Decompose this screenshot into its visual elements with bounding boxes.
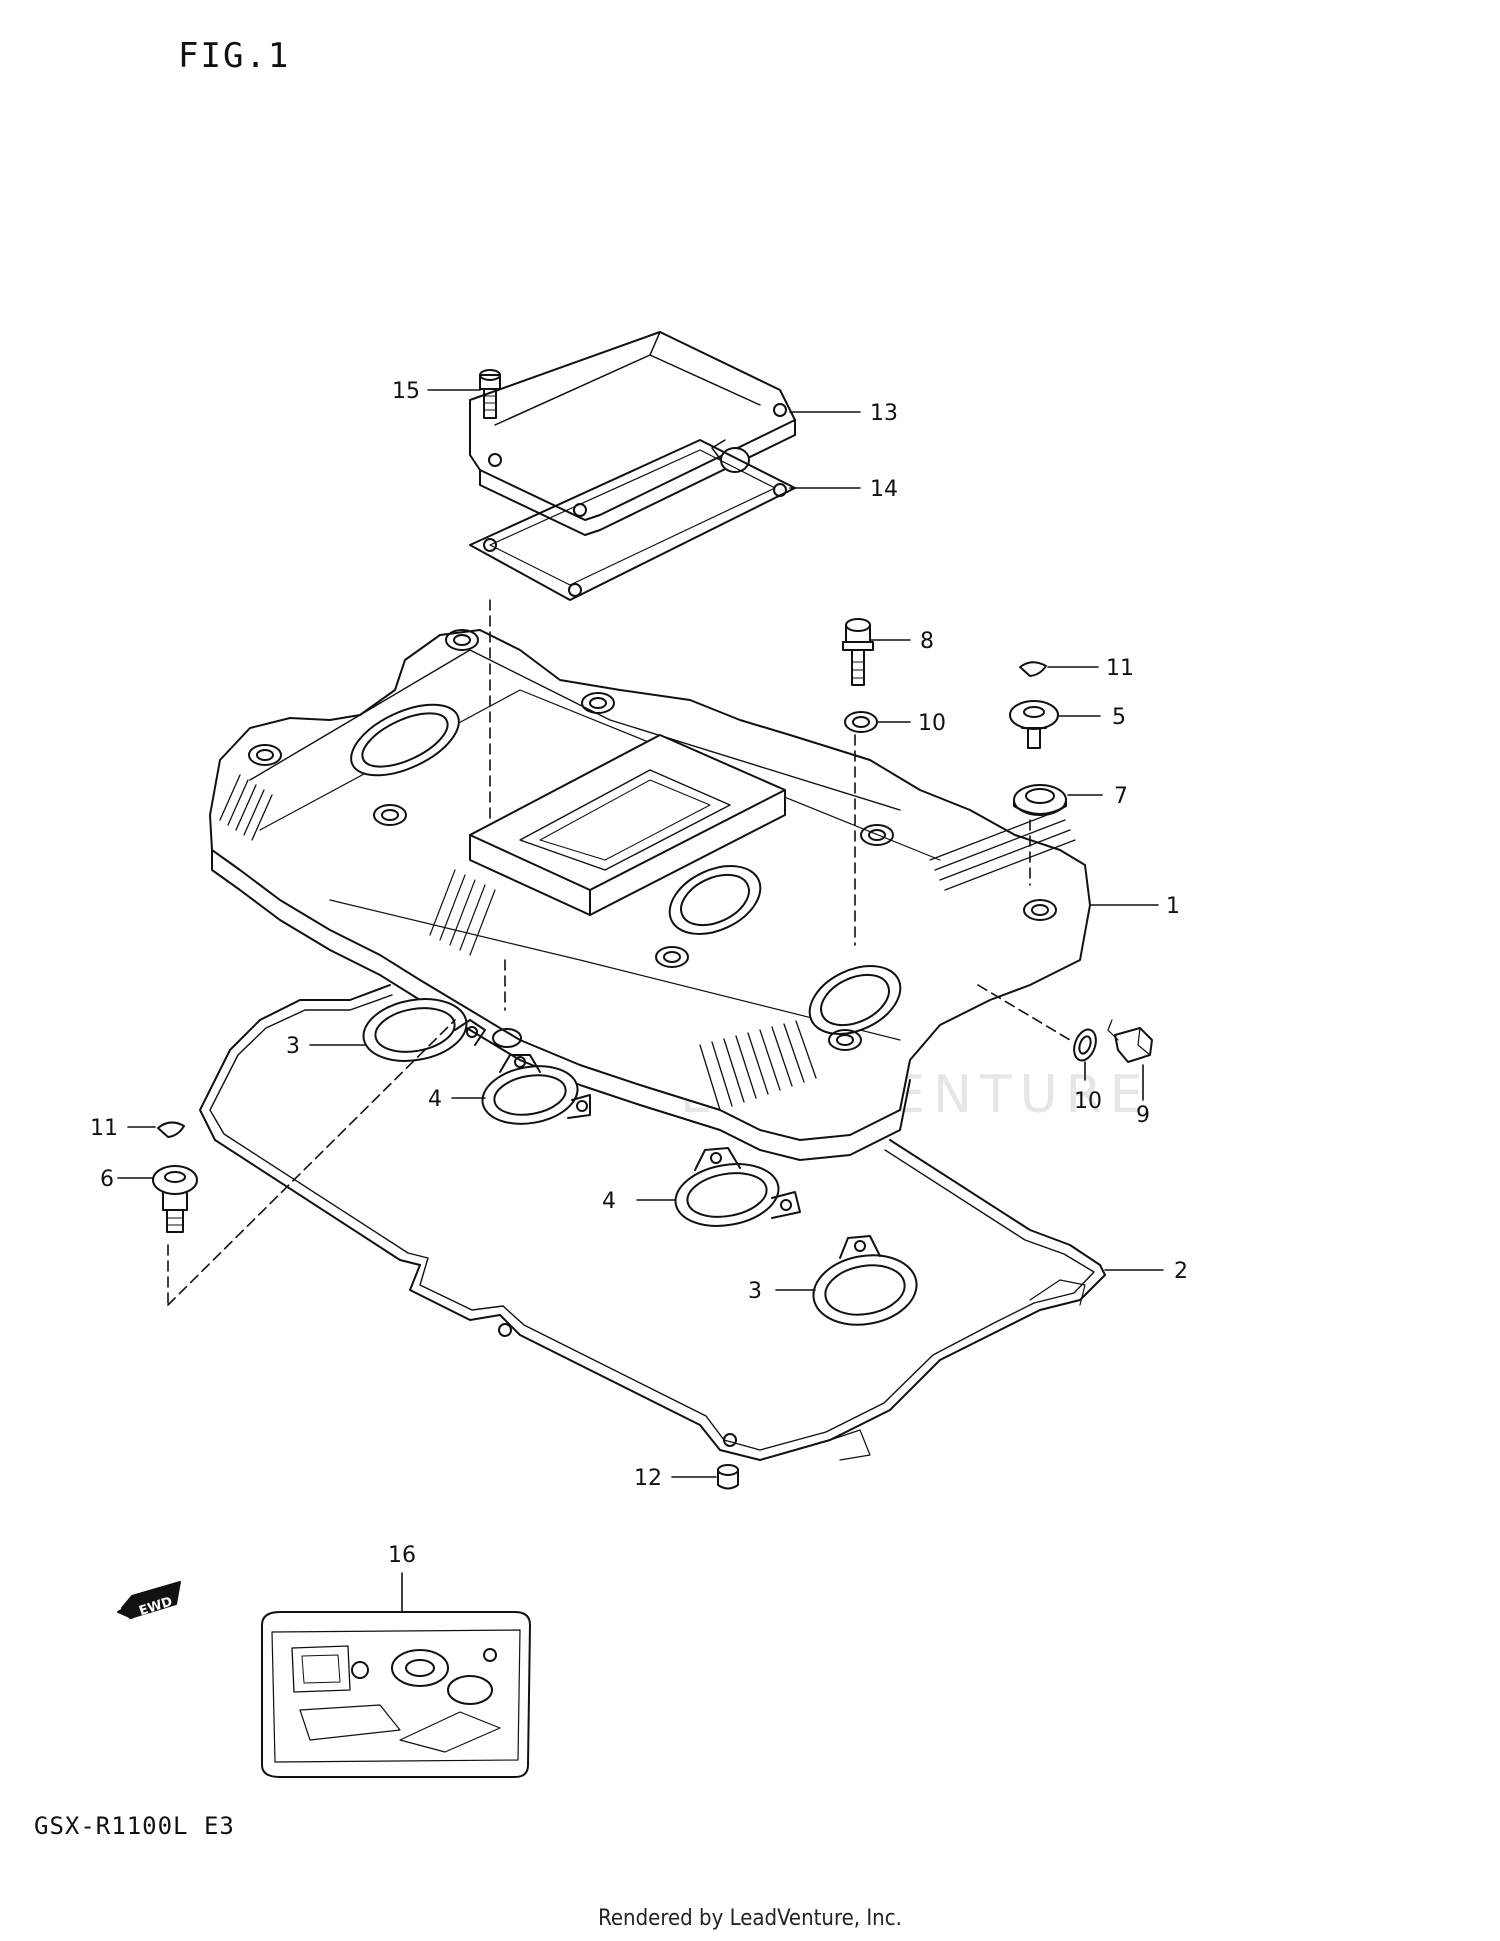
callout-2: 2 [1174, 1259, 1188, 1284]
part-head-cover-gasket [200, 945, 1105, 1460]
part-plug-gasket-3-upper [359, 991, 485, 1068]
callout-1: 1 [1166, 894, 1180, 919]
part-plug-gasket-3-lower [808, 1236, 922, 1333]
part-bolt-6 [153, 1166, 197, 1232]
callout-5: 5 [1112, 705, 1126, 730]
callout-10-lower: 10 [1074, 1089, 1102, 1114]
callout-4-lower: 4 [602, 1189, 616, 1214]
callout-8: 8 [920, 629, 934, 654]
callout-12: 12 [634, 1466, 662, 1491]
part-plug-gasket-4-upper [478, 1055, 590, 1131]
callout-4-upper: 4 [428, 1087, 442, 1112]
part-cylinder-head-cover [210, 630, 1090, 1160]
callout-16: 16 [388, 1543, 416, 1568]
callout-10-upper: 10 [918, 711, 946, 736]
render-credit: Rendered by LeadVenture, Inc. [598, 1906, 902, 1931]
part-breather-cover [470, 332, 795, 535]
part-bolt-5 [1010, 701, 1058, 748]
ewd-badge [118, 1582, 180, 1618]
figure-title: FIG.1 [178, 36, 291, 76]
part-dowel-12 [718, 1465, 738, 1489]
part-bolt-9 [1108, 1020, 1152, 1062]
callout-15: 15 [392, 379, 420, 404]
part-gasket-set-bag [262, 1612, 530, 1777]
callout-9: 9 [1136, 1103, 1150, 1128]
callout-7: 7 [1114, 784, 1128, 809]
part-bolt-15 [480, 370, 500, 418]
leader-lines [118, 390, 1163, 1612]
callout-3-upper: 3 [286, 1034, 300, 1059]
callout-11-lower: 11 [90, 1116, 118, 1141]
part-cap-11-lower [158, 1122, 184, 1137]
callout-6: 6 [100, 1167, 114, 1192]
callout-3-lower: 3 [748, 1279, 762, 1304]
part-plug-gasket-4-lower [671, 1148, 800, 1234]
part-bolt-8 [843, 619, 873, 685]
callout-14: 14 [870, 477, 898, 502]
callout-13: 13 [870, 401, 898, 426]
callout-11-upper: 11 [1106, 656, 1134, 681]
part-seal-7 [1014, 785, 1066, 815]
part-washer-10-lower [1070, 1027, 1100, 1064]
part-cap-11-upper [1020, 662, 1046, 676]
part-washer-10-upper [845, 712, 877, 732]
model-code: GSX-R1100L E3 [34, 1812, 235, 1840]
